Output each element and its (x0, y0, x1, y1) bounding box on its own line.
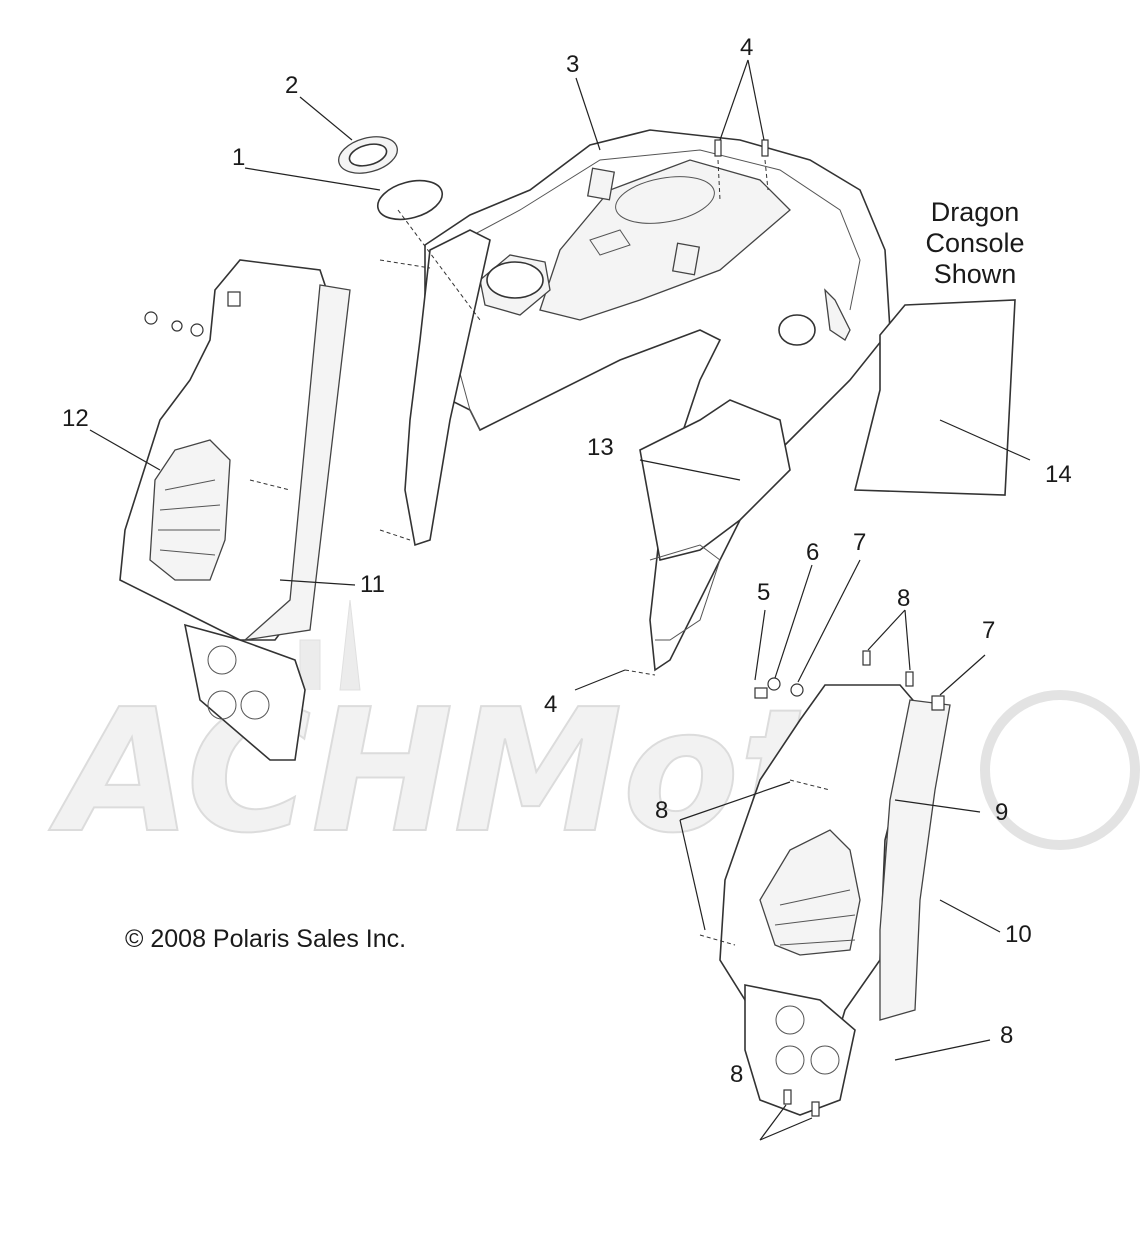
part-14-decal (853, 299, 1016, 496)
part-12-left-side-panel (119, 259, 331, 761)
callout-8-top: 8 (897, 585, 910, 612)
part-11-left-trim (242, 284, 351, 641)
callout-11: 11 (360, 571, 385, 598)
part-9-right-side-panel (719, 684, 931, 1116)
leader-lines (89, 59, 1031, 1141)
callout-12: 12 (62, 405, 89, 432)
callout-9: 9 (995, 799, 1008, 826)
part-2-cap (338, 136, 398, 174)
callout-14: 14 (1045, 461, 1072, 488)
callout-7-right: 7 (982, 617, 995, 644)
part-1-o-ring (376, 179, 444, 221)
callout-10: 10 (1005, 921, 1032, 948)
assembly-lines (249, 159, 831, 946)
part-3-console (404, 129, 891, 672)
callout-7-left: 7 (853, 529, 866, 556)
watermark-wheel-icon (980, 690, 1140, 850)
note-line-2: Console (925, 228, 1024, 258)
callout-8-middle: 8 (655, 797, 668, 824)
watermark-church-icon (299, 599, 361, 691)
callout-3: 3 (566, 51, 579, 78)
callout-8-bottom: 8 (730, 1061, 743, 1088)
copyright-text: © 2008 Polaris Sales Inc. (125, 925, 406, 953)
callout-8-right: 8 (1000, 1022, 1013, 1049)
callouts: 1 2 3 4 4 5 6 7 7 8 8 8 8 9 10 11 12 13 … (62, 34, 1072, 1088)
console-note: Dragon Console Shown (925, 197, 1024, 289)
note-line-3: Shown (934, 259, 1017, 289)
fasteners (144, 139, 945, 1117)
callout-4-bottom: 4 (544, 691, 557, 718)
callout-5: 5 (757, 579, 770, 606)
callout-4-top: 4 (740, 34, 753, 61)
callout-13: 13 (587, 434, 614, 461)
callout-1: 1 (232, 144, 245, 171)
callout-6: 6 (806, 539, 819, 566)
note-line-1: Dragon (931, 197, 1020, 227)
part-10-right-trim (879, 699, 951, 1021)
callout-2: 2 (285, 72, 298, 99)
